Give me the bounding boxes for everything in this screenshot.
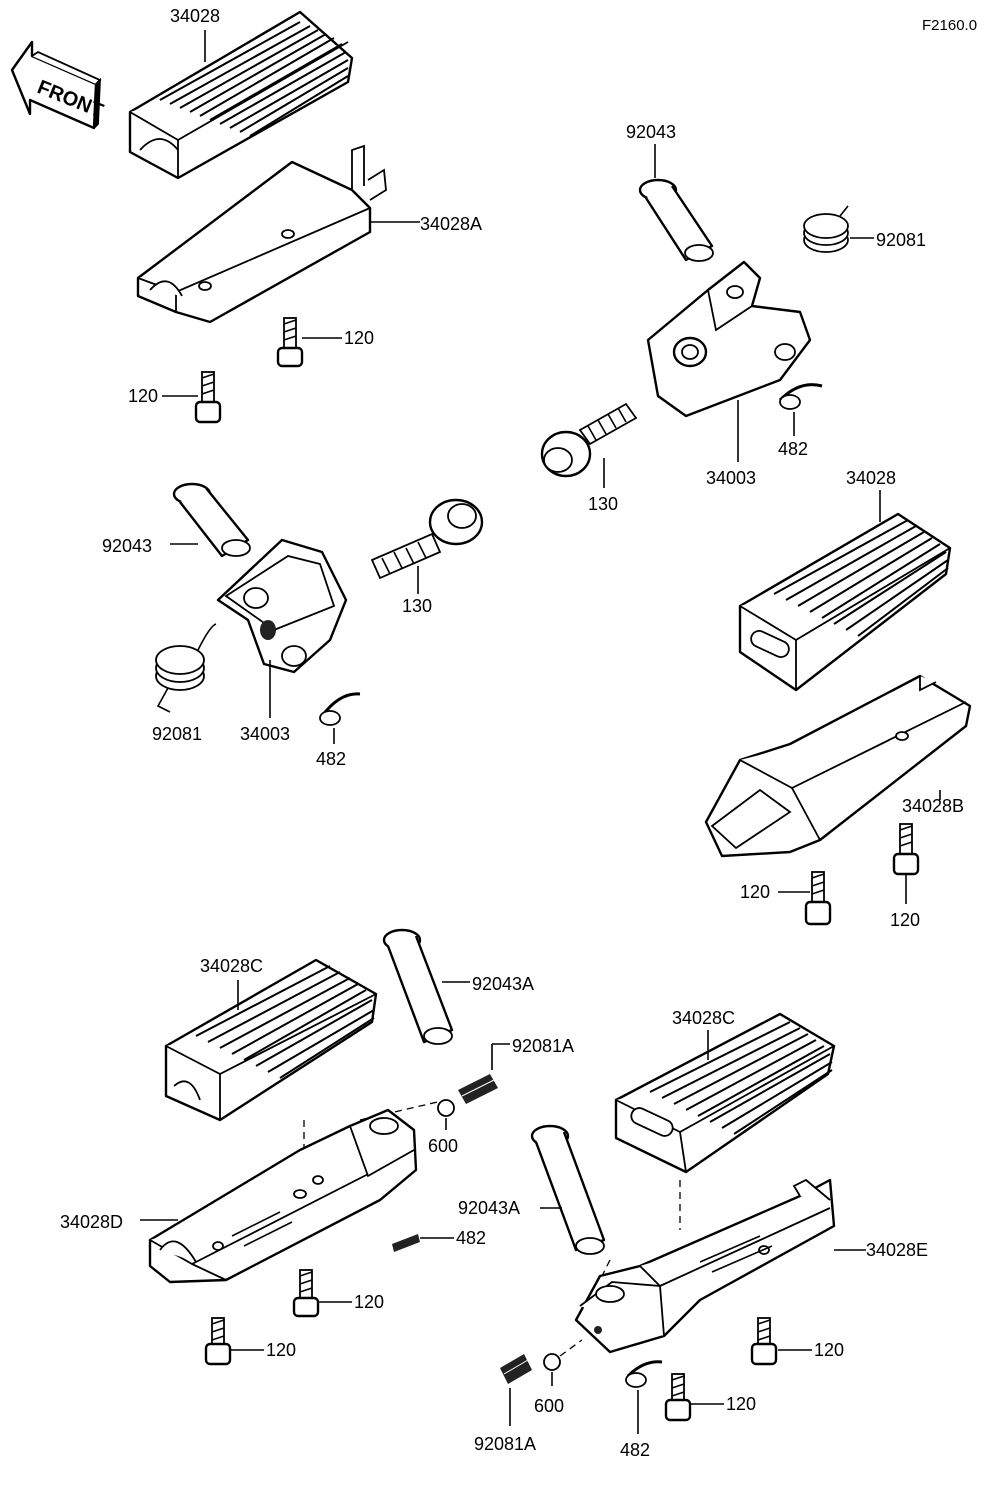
step-rubber-34028-right	[738, 512, 952, 692]
front-arrow-sign: FRONT	[10, 40, 106, 130]
spring-92081-right	[803, 205, 849, 253]
label-120-a: 120	[344, 328, 374, 348]
clip-482-bottom-left	[392, 1234, 420, 1252]
label-120-b: 120	[128, 386, 158, 406]
step-rubber-34028-top	[128, 10, 354, 180]
footpeg-bracket-34028A	[136, 144, 387, 324]
label-34028D: 34028D	[60, 1212, 123, 1232]
pin-92043-right	[638, 178, 714, 262]
ball-600-right	[543, 1353, 561, 1371]
label-120-d: 120	[890, 910, 920, 930]
label-92043A-right: 92043A	[458, 1198, 520, 1218]
clip-482-left	[319, 692, 361, 726]
label-482-bottom-right: 482	[620, 1440, 650, 1460]
footpeg-bracket-34028B	[704, 674, 972, 858]
bolt-120-e	[292, 1269, 320, 1318]
label-600-left: 600	[428, 1136, 458, 1156]
label-34028B: 34028B	[902, 796, 964, 816]
bolt-120-f	[204, 1317, 232, 1366]
label-482-right: 482	[778, 439, 808, 459]
label-34028-right: 34028	[846, 468, 896, 488]
clip-482-bottom-right	[625, 1360, 663, 1388]
label-34028-top: 34028	[170, 6, 220, 26]
clip-482-right	[778, 383, 823, 410]
label-34028C-right: 34028C	[672, 1008, 735, 1028]
label-92043A-left: 92043A	[472, 974, 534, 994]
label-92081A-right: 92081A	[474, 1434, 536, 1454]
label-120-h: 120	[726, 1394, 756, 1414]
label-34028C-left: 34028C	[200, 956, 263, 976]
bolt-130-left	[370, 498, 484, 580]
label-120-c: 120	[740, 882, 770, 902]
footpeg-bracket-34003-left	[216, 538, 348, 674]
label-130-right: 130	[588, 494, 618, 514]
label-34003-left: 34003	[240, 724, 290, 744]
label-92081-right: 92081	[876, 230, 926, 250]
label-482-left: 482	[316, 749, 346, 769]
footpeg-bracket-34003-right	[646, 260, 812, 418]
spring-92081A-left	[458, 1074, 498, 1104]
label-600-right: 600	[534, 1396, 564, 1416]
bolt-120-c	[804, 871, 832, 926]
label-482-bottom-left: 482	[456, 1228, 486, 1248]
label-120-g: 120	[814, 1340, 844, 1360]
label-130-left: 130	[402, 596, 432, 616]
footpeg-bracket-34028D	[148, 1108, 418, 1284]
figure-code: F2160.0	[922, 17, 977, 34]
label-92043-right: 92043	[626, 122, 676, 142]
pin-92043A-right	[530, 1124, 606, 1255]
footpeg-bracket-34028E	[574, 1178, 836, 1354]
bolt-120-b	[194, 371, 222, 424]
label-34028A: 34028A	[420, 214, 482, 234]
step-rubber-34028C-left	[164, 958, 378, 1122]
spring-92081A-right	[500, 1354, 532, 1384]
bolt-120-d	[892, 823, 920, 876]
label-92081A-left: 92081A	[512, 1036, 574, 1056]
bolt-130-right	[540, 402, 638, 478]
step-rubber-34028C-right	[614, 1012, 836, 1174]
pin-92043A-left	[382, 928, 454, 1045]
bolt-120-a	[276, 317, 304, 368]
pin-92043-left	[172, 482, 251, 558]
bolt-120-h	[664, 1373, 692, 1422]
spring-92081-left	[155, 623, 217, 713]
ball-600-left	[437, 1099, 455, 1117]
label-120-e: 120	[354, 1292, 384, 1312]
bolt-120-g	[750, 1317, 778, 1366]
label-34003-right: 34003	[706, 468, 756, 488]
label-34028E: 34028E	[866, 1240, 928, 1260]
label-120-f: 120	[266, 1340, 296, 1360]
label-92043-left: 92043	[102, 536, 152, 556]
label-92081-left: 92081	[152, 724, 202, 744]
